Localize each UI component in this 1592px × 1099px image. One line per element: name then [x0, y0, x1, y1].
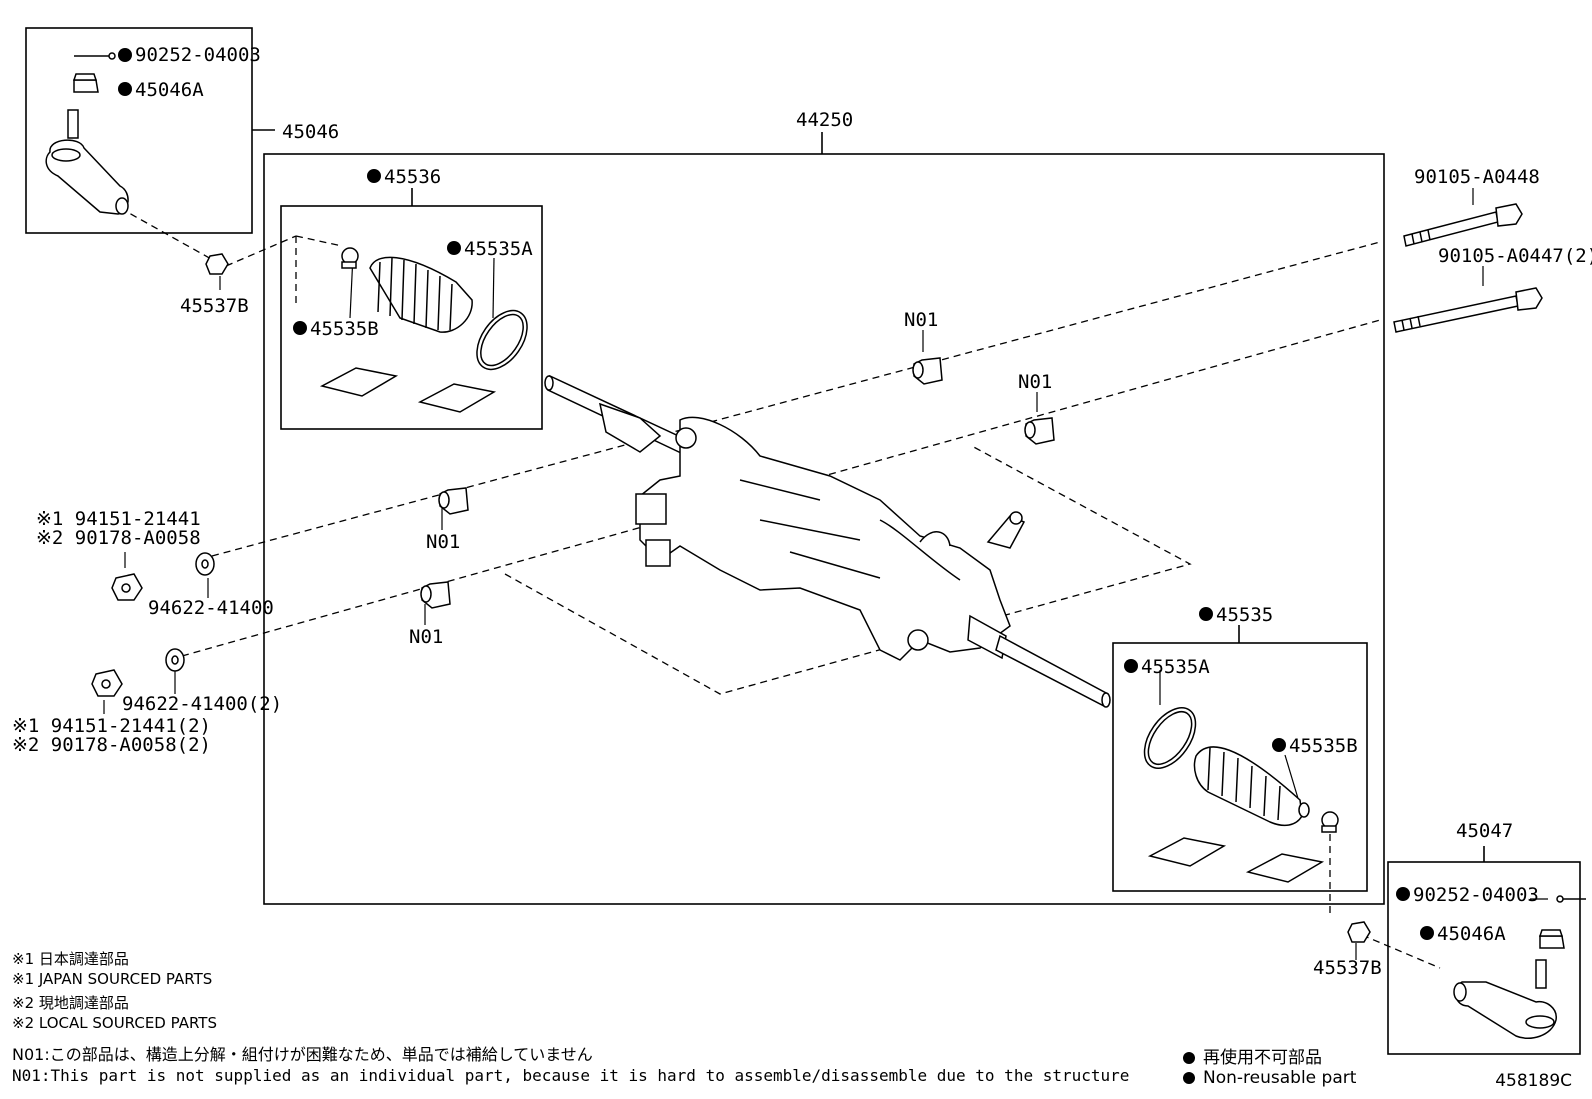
label-94622-a: 94622-41400	[148, 597, 274, 619]
label-n01-a: N01	[904, 309, 938, 331]
bolt-90105-A0448	[1403, 203, 1523, 247]
bushing-n01-d	[420, 581, 451, 609]
nonreusable-dot	[1272, 738, 1286, 752]
label-ref2-line1: ※1 94151-21441(2)	[12, 715, 211, 737]
ring-45535A-top	[476, 309, 528, 371]
label-45535A-bottom: 45535A	[1141, 656, 1210, 678]
label-45046: 45046	[282, 121, 339, 143]
legend-jp-text: 再使用不可部品	[1203, 1048, 1322, 1068]
nonreusable-dot	[118, 48, 132, 62]
grease-pack-2	[417, 383, 497, 413]
label-90252-left: 90252-04003	[135, 44, 261, 66]
label-45537B-left: 45537B	[180, 295, 249, 317]
label-44250: 44250	[796, 109, 853, 131]
note-japan-jp: ※1 日本調達部品	[12, 950, 129, 968]
label-n01-c: N01	[426, 531, 460, 553]
legend-dot-icon	[1183, 1072, 1195, 1084]
figure-code: 458189C	[1495, 1071, 1572, 1091]
boot-45536	[369, 256, 473, 333]
nonreusable-dot	[1396, 887, 1410, 901]
note-n01-jp: N01:この部品は、構造上分解・組付けが困難なため、単品では補給していません	[12, 1045, 593, 1064]
grease-pack-3	[1147, 837, 1227, 867]
washer-94622-b	[165, 648, 185, 672]
label-94622-b: 94622-41400(2)	[122, 693, 282, 715]
boot-45535-bottom	[1193, 746, 1310, 827]
label-ref1-line2: ※2 90178-A0058	[36, 527, 201, 549]
label-90105-A0448: 90105-A0448	[1414, 166, 1540, 188]
legend-nonreusable-jp: 再使用不可部品	[1183, 1043, 1322, 1068]
label-n01-b: N01	[1018, 371, 1052, 393]
nut-45537B-left	[205, 253, 229, 275]
legend-nonreusable-en: Non-reusable part	[1183, 1068, 1356, 1088]
label-n01-d: N01	[409, 626, 443, 648]
castle-nut-right	[1538, 929, 1565, 949]
bolt-90105-A0447	[1393, 287, 1543, 333]
nut-45537B-right	[1347, 921, 1371, 943]
label-45535A-top: 45535A	[464, 238, 533, 260]
label-90252-right: 90252-04003	[1413, 884, 1539, 906]
label-45535B-bottom: 45535B	[1289, 735, 1358, 757]
label-ref2-line2: ※2 90178-A0058(2)	[12, 734, 211, 756]
legend-dot-icon	[1183, 1052, 1195, 1064]
nut-94151-b	[91, 669, 123, 697]
nonreusable-dot	[367, 169, 381, 183]
cotter-pin-left	[74, 52, 116, 60]
note-local-jp: ※2 現地調達部品	[12, 994, 129, 1012]
clamp-45535B-top	[341, 247, 359, 269]
nonreusable-dot	[118, 82, 132, 96]
label-90105-A0447: 90105-A0447(2)	[1438, 245, 1592, 267]
label-45535: 45535	[1216, 604, 1273, 626]
note-local-en: ※2 LOCAL SOURCED PARTS	[12, 1014, 217, 1032]
bushing-n01-b	[1024, 417, 1055, 445]
label-45047: 45047	[1456, 820, 1513, 842]
label-45536: 45536	[384, 166, 441, 188]
grease-pack-4	[1245, 853, 1325, 883]
castle-nut-left	[72, 73, 99, 93]
bushing-n01-c	[438, 487, 469, 515]
nonreusable-dot	[447, 241, 461, 255]
label-45046A-left: 45046A	[135, 79, 204, 101]
ring-45535A-bottom	[1143, 707, 1197, 769]
tie-rod-end-right	[1453, 959, 1557, 1040]
note-japan-en: ※1 JAPAN SOURCED PARTS	[12, 970, 213, 988]
clamp-45535B-bottom	[1321, 811, 1339, 833]
nonreusable-dot	[1420, 926, 1434, 940]
legend-en-text: Non-reusable part	[1203, 1068, 1357, 1088]
washer-94622-a	[195, 552, 215, 576]
frame-44250	[263, 153, 1385, 905]
nonreusable-dot	[1124, 659, 1138, 673]
steering-rack-assembly	[544, 374, 1111, 708]
grease-pack-1	[319, 367, 399, 397]
label-ref1-line1: ※1 94151-21441	[36, 508, 201, 530]
nonreusable-dot	[293, 321, 307, 335]
tie-rod-end-left	[45, 109, 129, 215]
frame-45535	[1112, 642, 1368, 892]
label-45535B-top: 45535B	[310, 318, 379, 340]
cotter-pin-right	[1556, 895, 1586, 903]
nut-94151-a	[111, 573, 143, 601]
label-45537B-right: 45537B	[1313, 957, 1382, 979]
label-45046A-right: 45046A	[1437, 923, 1506, 945]
nonreusable-dot	[1199, 607, 1213, 621]
bushing-n01-a	[912, 357, 943, 385]
note-n01-en: N01:This part is not supplied as an indi…	[12, 1066, 1130, 1085]
